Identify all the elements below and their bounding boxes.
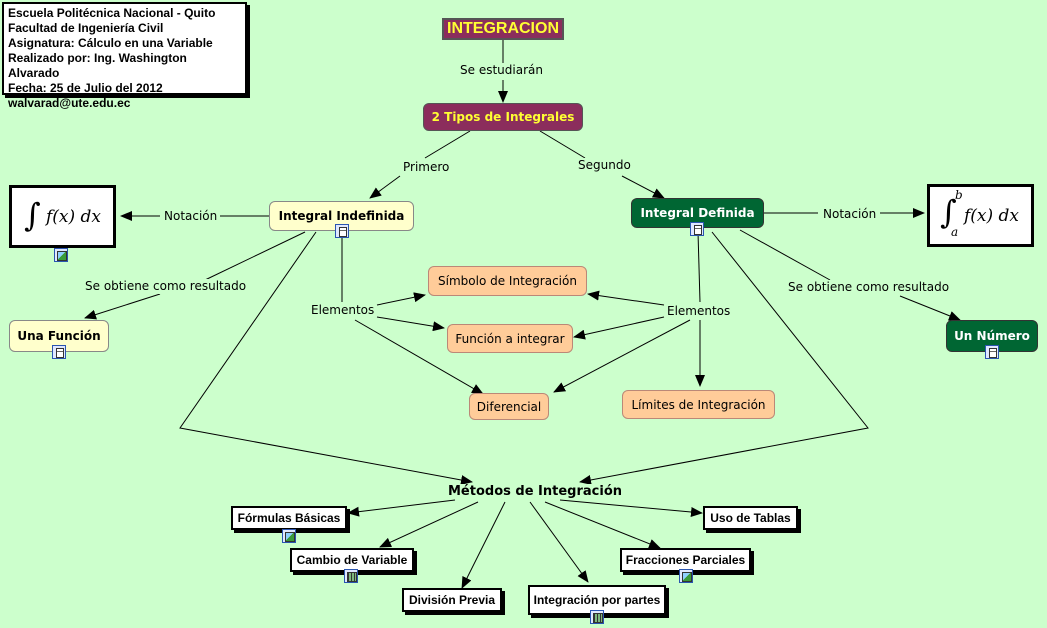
- formula-expr: f(x) dx: [964, 206, 1020, 226]
- image-icon[interactable]: [679, 569, 693, 583]
- link-label-primero: Primero: [401, 160, 452, 175]
- info-box: Escuela Politécnica Nacional - Quito Fac…: [2, 2, 247, 110]
- node-uso-tablas[interactable]: Uso de Tablas: [703, 506, 798, 530]
- image-icon[interactable]: [54, 248, 68, 262]
- info-line: Fecha: 25 de Julio del 2012: [8, 81, 163, 95]
- link-label-resultado-left: Se obtiene como resultado: [83, 279, 249, 294]
- info-line: Realizado por: Ing. Washington Alvarado: [8, 51, 187, 80]
- link-label-se-estudiaran: Se estudiarán: [458, 63, 545, 78]
- node-tipos-integrales[interactable]: 2 Tipos de Integrales: [423, 103, 583, 131]
- integral-sign: ∫: [24, 196, 41, 234]
- link-label-elementos-left: Elementos: [309, 303, 377, 318]
- node-division-previa[interactable]: División Previa: [402, 588, 502, 612]
- formula-expr: f(x) dx: [46, 207, 102, 227]
- node-metodos-integracion[interactable]: Métodos de Integración: [445, 484, 626, 499]
- link-label-notacion-right: Notación: [821, 207, 879, 222]
- node-diferencial[interactable]: Diferencial: [469, 393, 549, 420]
- upper-limit: b: [955, 188, 963, 202]
- link-label-segundo: Segundo: [576, 158, 633, 173]
- link-label-notacion-left: Notación: [162, 209, 220, 224]
- document-icon[interactable]: [52, 345, 66, 359]
- node-funcion-integrar[interactable]: Función a integrar: [447, 324, 573, 353]
- document-icon[interactable]: [985, 345, 999, 359]
- node-limites-integracion[interactable]: Límites de Integración: [622, 390, 775, 419]
- info-line: Asignatura: Cálculo en una Variable: [8, 36, 213, 50]
- node-formulas-basicas[interactable]: Fórmulas Básicas: [231, 506, 347, 530]
- integral-sign: ∫: [940, 193, 957, 231]
- formula-indefinite: ∫ f(x) dx: [9, 185, 116, 248]
- info-line: walvarad@ute.edu.ec: [8, 96, 131, 110]
- document-icon[interactable]: [335, 224, 349, 238]
- link-label-elementos-right: Elementos: [665, 304, 733, 319]
- info-line: Facultad de Ingeniería Civil: [8, 21, 164, 35]
- lower-limit: a: [951, 225, 959, 239]
- video-icon[interactable]: [590, 610, 604, 624]
- link-label-resultado-right: Se obtiene como resultado: [786, 280, 952, 295]
- image-icon[interactable]: [282, 529, 296, 543]
- document-icon[interactable]: [690, 222, 704, 236]
- formula-definite: ∫ b a f(x) dx: [927, 184, 1034, 247]
- node-simbolo-integracion[interactable]: Símbolo de Integración: [428, 266, 587, 296]
- info-line: Escuela Politécnica Nacional - Quito: [8, 6, 216, 20]
- video-icon[interactable]: [344, 569, 358, 583]
- title-node[interactable]: INTEGRACION: [442, 18, 564, 40]
